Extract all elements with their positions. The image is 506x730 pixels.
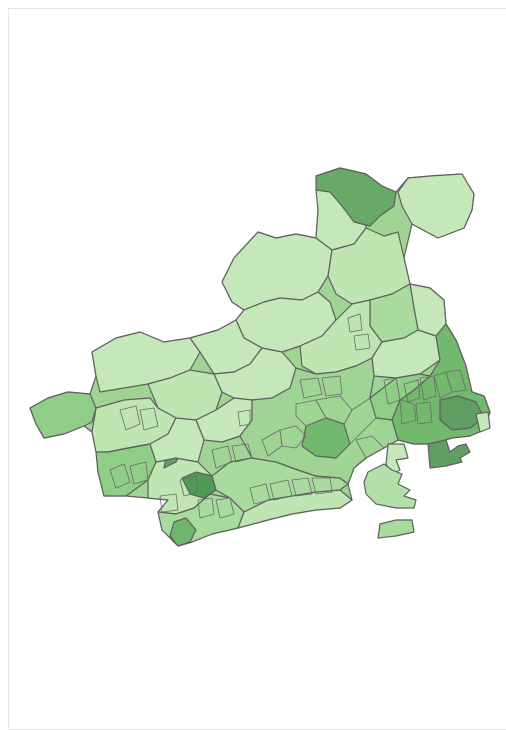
region-far-west[interactable] (29, 391, 97, 439)
region-south-4[interactable] (169, 517, 197, 547)
region-north-east[interactable] (397, 173, 475, 239)
ward-boundaries (109, 313, 467, 519)
island-port-large[interactable] (363, 463, 417, 509)
region-north-dark[interactable] (315, 167, 397, 227)
map-canvas (29, 167, 491, 547)
region-west-6[interactable] (107, 417, 205, 463)
island-south[interactable] (377, 519, 415, 539)
region-east-coast-2[interactable] (439, 395, 485, 431)
island-east[interactable] (475, 411, 491, 433)
island-port-dark[interactable] (427, 439, 471, 469)
